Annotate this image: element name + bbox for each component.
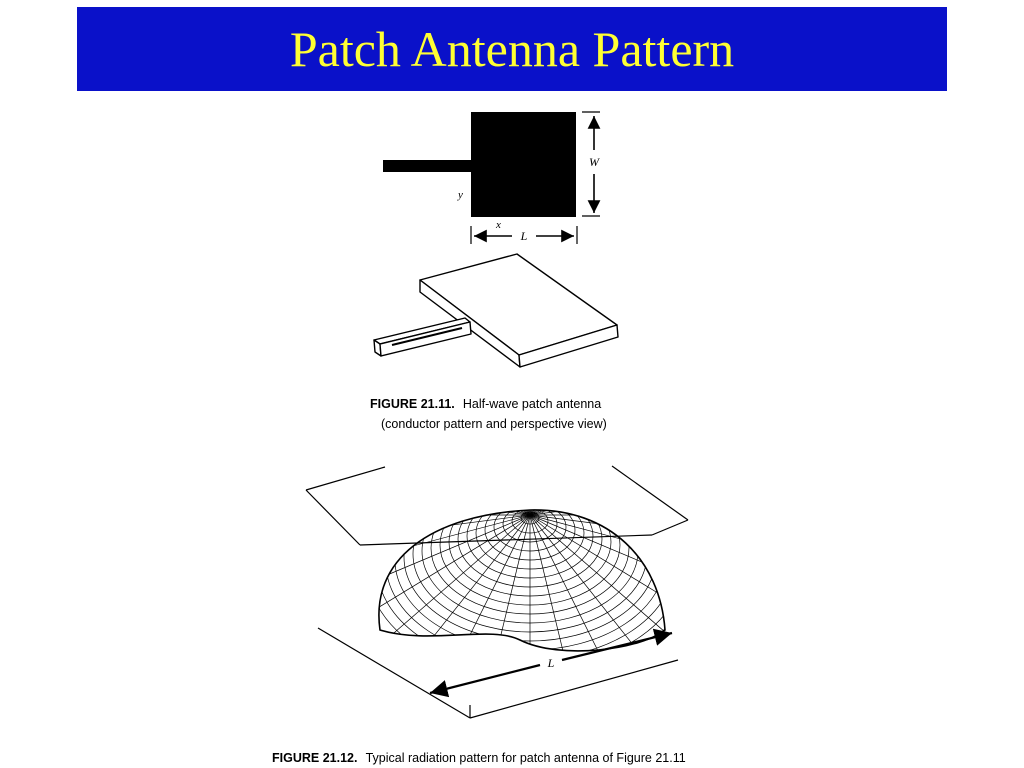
x-axis-label: x [495, 219, 501, 231]
y-axis-label: y [457, 189, 463, 201]
ground-plane [305, 465, 689, 719]
mesh-meridian [378, 509, 531, 516]
mesh-meridian [388, 514, 531, 638]
caption-21-11: FIGURE 21.11. Half-wave patch antenna [370, 397, 601, 411]
mesh-meridian [529, 509, 606, 516]
mesh-meridian [529, 514, 569, 651]
patch-conductor [471, 112, 576, 217]
caption-21-12: FIGURE 21.12. Typical radiation pattern … [272, 751, 686, 765]
mesh-meridian [529, 509, 665, 516]
l-label-top: L [520, 229, 528, 243]
patch-top-view: W L y x [383, 111, 601, 244]
caption-21-11-line2: (conductor pattern and perspective view) [381, 417, 607, 431]
slide-title: Patch Antenna Pattern [289, 21, 735, 77]
mesh-meridian [378, 514, 531, 596]
mesh-meridian [529, 514, 665, 619]
mesh-meridian [529, 514, 665, 638]
mesh-meridian [529, 514, 665, 596]
mesh-meridian [529, 514, 641, 651]
patch-perspective-view [373, 253, 619, 368]
pattern-l-dimension [429, 628, 673, 698]
mesh-meridian [454, 509, 531, 516]
mesh-meridian [419, 514, 531, 651]
mesh-meridian [529, 509, 569, 516]
mesh-meridian [378, 514, 531, 571]
l-label-pattern: L [547, 656, 555, 670]
mesh-meridian [378, 514, 531, 619]
mesh-meridian [529, 514, 665, 571]
mesh-meridian [378, 509, 531, 516]
w-label: W [589, 155, 600, 169]
mesh-meridian [378, 509, 531, 516]
feed-line [383, 160, 473, 172]
mesh-meridian [529, 509, 665, 516]
title-bar: Patch Antenna Pattern [77, 7, 947, 91]
mesh-meridian [491, 509, 531, 516]
mesh-meridian [529, 514, 606, 651]
